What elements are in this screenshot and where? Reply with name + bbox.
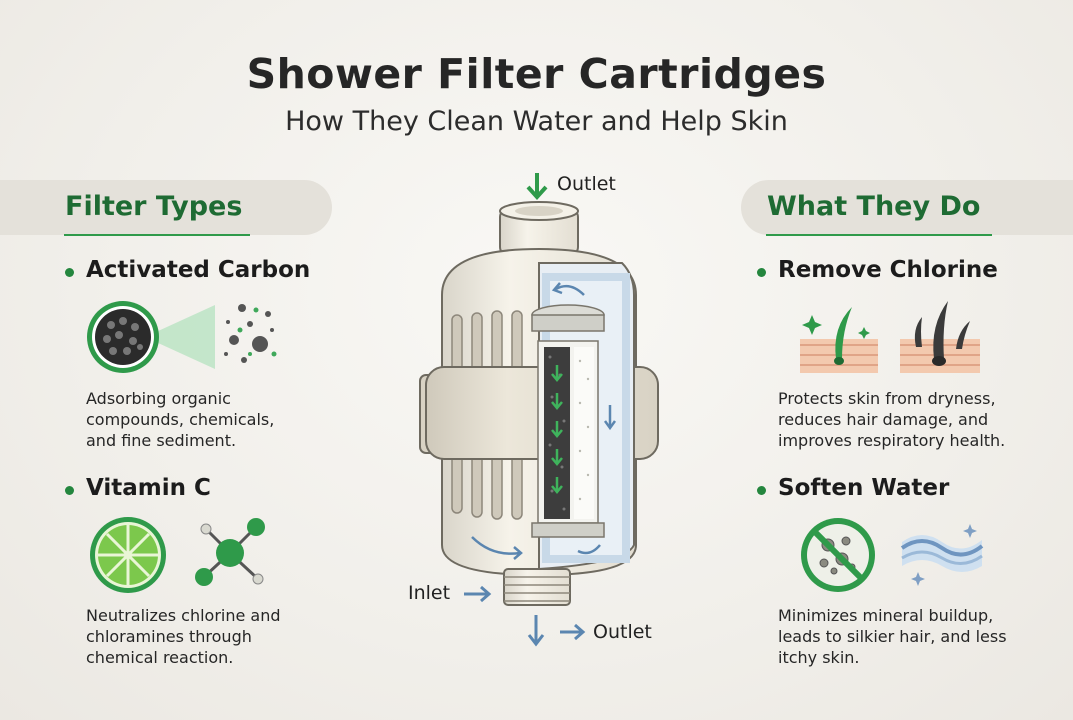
molecule-icon: [195, 518, 265, 586]
silky-water-icon: [900, 524, 984, 586]
page-subtitle: How They Clean Water and Help Skin: [285, 106, 788, 137]
what-they-do-underline: [766, 234, 992, 236]
filter-types-underline: [64, 234, 250, 236]
soften-water-description: Minimizes mineral buildup, leads to silk…: [778, 606, 1007, 667]
lime-slice-icon: [90, 517, 166, 593]
page-title: Shower Filter Cartridges: [246, 50, 827, 98]
damaged-hair-skin-icon: [900, 301, 980, 373]
particles-icon: [224, 304, 277, 363]
vitamin-c-heading: Vitamin C: [86, 475, 211, 501]
what-they-do-heading: What They Do: [767, 191, 981, 222]
healthy-hair-skin-icon: [800, 307, 878, 373]
filter-cartridge-diagram: [419, 173, 659, 647]
soften-water-heading: Soften Water: [778, 475, 950, 501]
bullet: [65, 268, 74, 277]
bullet: [757, 268, 766, 277]
inlet-label: Inlet: [408, 582, 451, 604]
bullet: [65, 486, 74, 495]
activated-carbon-description: Adsorbing organic compounds, chemicals, …: [86, 389, 275, 450]
filter-types-header-band: [0, 180, 332, 235]
bottom-outlet-label: Outlet: [593, 621, 652, 643]
activated-carbon-heading: Activated Carbon: [86, 257, 311, 283]
remove-chlorine-heading: Remove Chlorine: [778, 257, 998, 283]
remove-chlorine-description: Protects skin from dryness, reduces hair…: [778, 389, 1006, 450]
filter-types-heading: Filter Types: [65, 191, 243, 222]
what-they-do-header-band: [741, 180, 1073, 235]
vitamin-c-description: Neutralizes chlorine and chloramines thr…: [86, 606, 281, 667]
top-outlet-label: Outlet: [557, 173, 616, 195]
bullet: [757, 486, 766, 495]
carbon-granules-icon: [87, 301, 215, 373]
no-minerals-icon: [801, 518, 875, 592]
